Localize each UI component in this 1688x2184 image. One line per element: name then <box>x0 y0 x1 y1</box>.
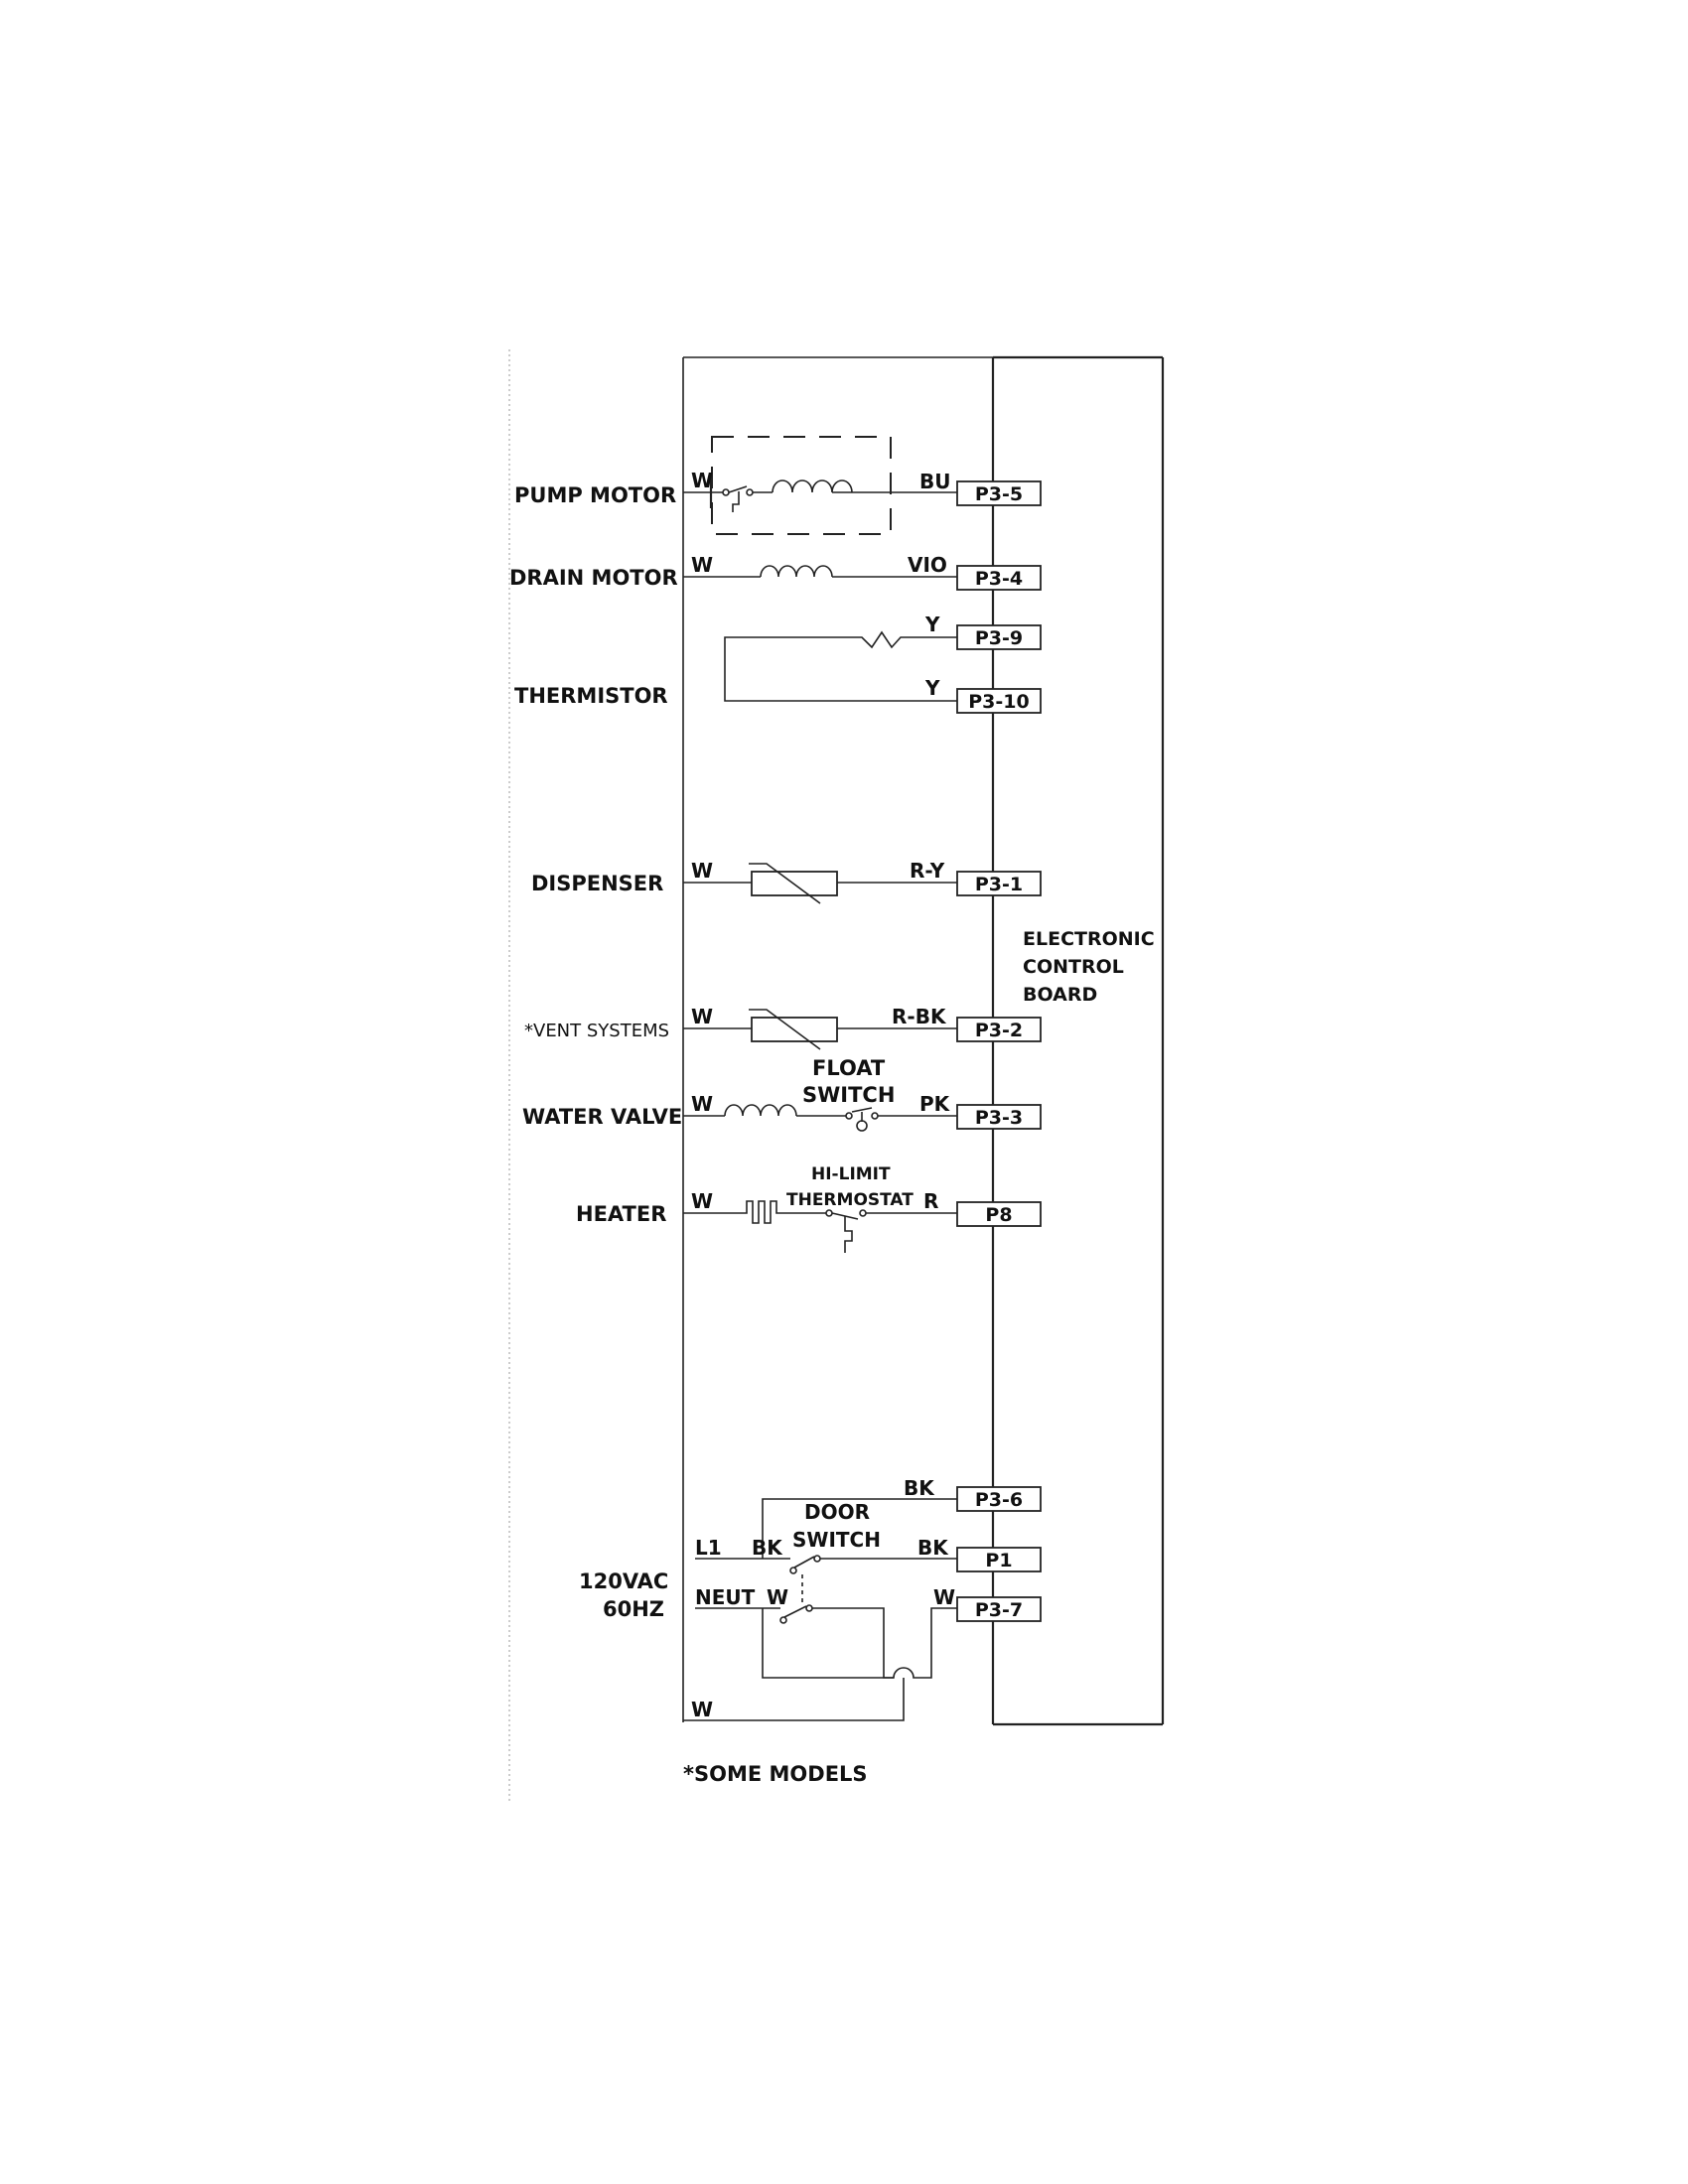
wire-l1-bk: BK <box>752 1536 783 1560</box>
hi-limit-label-1: HI-LIMIT <box>811 1164 891 1184</box>
supply-label-2: 60HZ <box>603 1597 664 1621</box>
drain-motor-circuit: DRAIN MOTOR W VIO P3-4 <box>509 553 1042 591</box>
terminal-p3-9-label: P3-9 <box>975 627 1023 649</box>
supply-circuit: 120VAC 60HZ BK P3-6 L1 BK BK DOOR SWITCH… <box>579 1476 1042 1721</box>
wire-disp-ry: R-Y <box>910 859 945 883</box>
terminal-p3-7 <box>956 1596 1042 1622</box>
terminal-p3-5 <box>956 480 1042 506</box>
pump-motor-circuit: PUMP MOTOR W BU P3-5 <box>514 436 1042 535</box>
wire-p37-w: W <box>933 1585 955 1609</box>
neutral-bus <box>682 356 993 1722</box>
heater-circuit: HEATER HI-LIMIT THERMOSTAT W R P8 <box>576 1164 1042 1253</box>
footnote: *SOME MODELS <box>683 1762 868 1786</box>
terminal-p8 <box>956 1201 1042 1227</box>
wire-p1-bk: BK <box>917 1536 949 1560</box>
hi-limit-label-2: THERMOSTAT <box>786 1190 914 1210</box>
board-label-3: BOARD <box>1023 984 1097 1006</box>
water-valve-label: WATER VALVE <box>522 1105 682 1129</box>
terminal-p3-1 <box>956 871 1042 896</box>
hi-limit-thermostat <box>844 1216 853 1253</box>
terminal-p3-1-label: P3-1 <box>975 874 1023 895</box>
float-switch-float <box>856 1120 868 1132</box>
supply-label-1: 120VAC <box>579 1570 668 1593</box>
wire-drain-w: W <box>691 553 713 577</box>
door-switch-label-2: SWITCH <box>792 1528 881 1552</box>
thermistor-label: THERMISTOR <box>514 684 668 708</box>
terminal-p3-6-label: P3-6 <box>975 1489 1023 1511</box>
float-switch-label-1: FLOAT <box>812 1056 886 1080</box>
wire-heater-w: W <box>691 1189 713 1213</box>
heater-label: HEATER <box>576 1202 666 1226</box>
drain-motor-label: DRAIN MOTOR <box>509 566 678 590</box>
thermistor-circuit: THERMISTOR Y Y P3-9 P3-10 <box>514 613 1042 714</box>
terminal-p3-4 <box>956 565 1042 591</box>
pump-motor-coil <box>772 479 853 493</box>
terminal-p3-2 <box>956 1017 1042 1042</box>
terminal-p3-9 <box>956 624 1042 650</box>
wire-pump-w: W <box>691 469 713 492</box>
wire-disp-w: W <box>691 859 713 883</box>
wire-bottom-w: W <box>691 1698 713 1721</box>
terminal-p3-5-label: P3-5 <box>975 483 1023 505</box>
heater-element <box>742 1200 826 1224</box>
terminal-p3-2-label: P3-2 <box>975 1020 1023 1041</box>
wire-neut: NEUT <box>695 1585 756 1609</box>
wire-vent-rbk: R-BK <box>892 1005 947 1028</box>
drain-motor-coil <box>760 565 833 578</box>
wire-therm-y-bottom: Y <box>924 676 940 700</box>
door-switch-label-1: DOOR <box>804 1500 870 1524</box>
wire-vent-w: W <box>691 1005 713 1028</box>
terminal-p3-3 <box>956 1104 1042 1130</box>
pump-motor-label: PUMP MOTOR <box>514 483 676 507</box>
wire-neut-w: W <box>767 1585 788 1609</box>
wire-drain-vio: VIO <box>908 553 947 577</box>
vent-systems-circuit: *VENT SYSTEMS W R-BK P3-2 <box>524 1005 1042 1050</box>
pump-motor-enclosure <box>711 436 892 535</box>
vent-systems-label: *VENT SYSTEMS <box>524 1021 669 1041</box>
terminal-p8-label: P8 <box>985 1204 1012 1226</box>
dispenser-label: DISPENSER <box>531 872 663 895</box>
float-switch-label-2: SWITCH <box>802 1083 895 1107</box>
terminal-p3-10-label: P3-10 <box>968 691 1029 713</box>
water-valve-coil <box>724 1104 797 1117</box>
board-label-2: CONTROL <box>1023 956 1124 978</box>
terminal-p1 <box>956 1547 1042 1572</box>
thermistor-element <box>724 630 957 702</box>
terminal-p3-10 <box>956 688 1042 714</box>
wire-l1: L1 <box>695 1536 722 1560</box>
terminal-p3-4-label: P3-4 <box>975 568 1023 590</box>
board-label-1: ELECTRONIC <box>1023 928 1155 950</box>
terminal-p3-7-label: P3-7 <box>975 1599 1023 1621</box>
wire-p36-bk: BK <box>904 1476 935 1500</box>
dispenser-circuit: DISPENSER W R-Y P3-1 <box>531 859 1042 904</box>
wire-heater-r: R <box>923 1189 938 1213</box>
terminal-p3-3-label: P3-3 <box>975 1107 1023 1129</box>
wire-valve-w: W <box>691 1092 713 1116</box>
water-valve-circuit: WATER VALVE FLOAT SWITCH W PK P3-3 <box>522 1056 1042 1132</box>
wire-valve-pk: PK <box>919 1092 951 1116</box>
wire-pump-bu: BU <box>919 470 950 493</box>
wire-therm-y-top: Y <box>924 613 940 636</box>
terminal-p3-6 <box>956 1486 1042 1512</box>
terminal-p1-label: P1 <box>985 1550 1012 1571</box>
